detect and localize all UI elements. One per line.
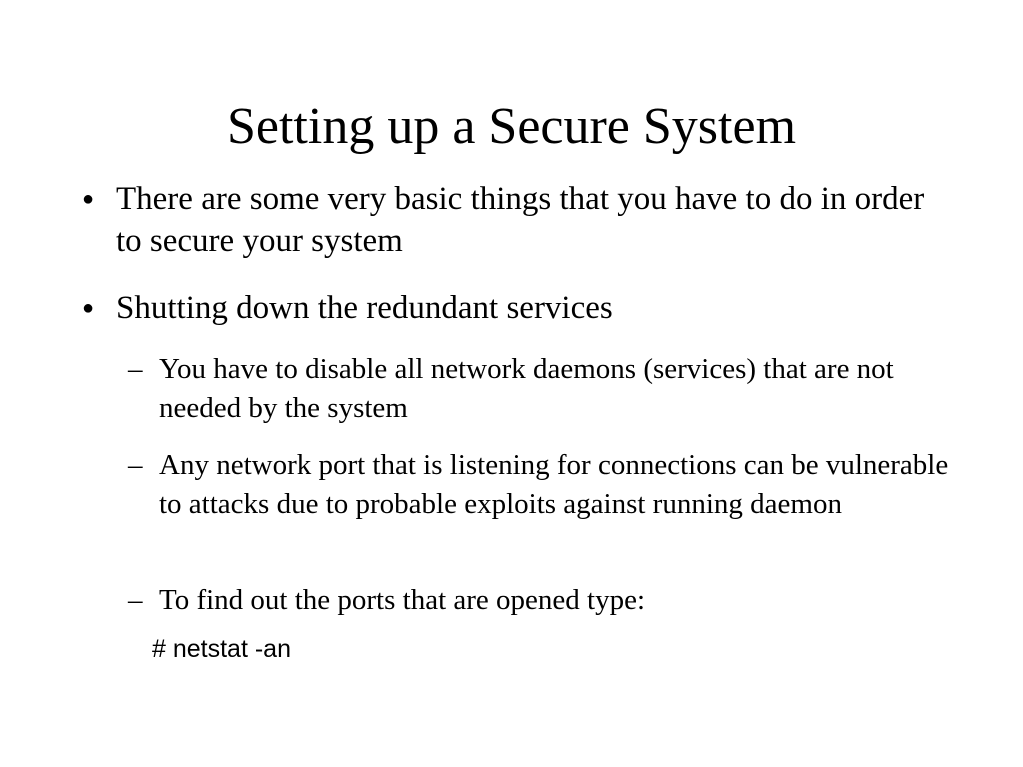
sub-bullet-dash: –: [128, 584, 143, 616]
sub-bullet-text: To find out the ports that are opened ty…: [159, 584, 646, 616]
slide-title: Setting up a Secure System: [226, 98, 797, 155]
bullet-text: Shutting down the redundant services: [116, 290, 613, 326]
bullet-dot-icon: ●: [82, 188, 95, 210]
bullet-dot-icon: ●: [82, 297, 95, 319]
sub-bullet-dash: –: [128, 449, 143, 481]
command-text: # netstat -an: [152, 635, 291, 663]
sub-bullet-text: You have to disable all network daemons …: [159, 353, 894, 424]
sub-bullet-text: Any network port that is listening for c…: [159, 449, 949, 520]
sub-bullet-dash: –: [128, 353, 143, 385]
bullet-text: There are some very basic things that yo…: [116, 181, 925, 259]
